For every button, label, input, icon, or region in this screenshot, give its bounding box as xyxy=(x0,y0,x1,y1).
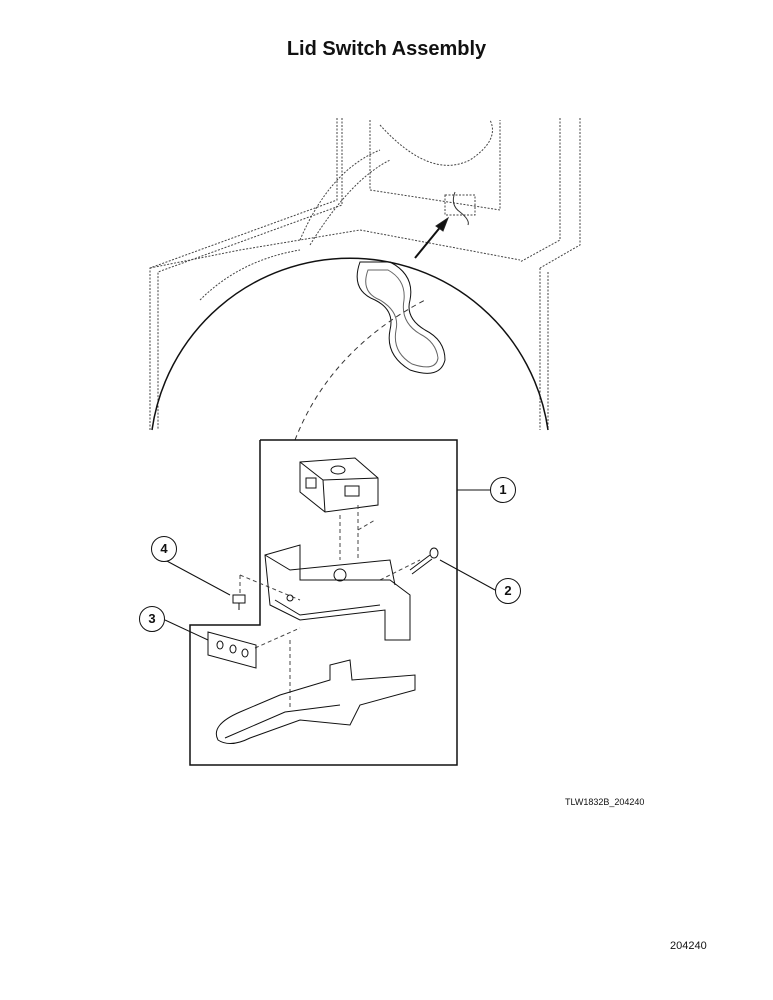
washer-cabinet-outline xyxy=(149,118,581,430)
callout-3: 3 xyxy=(139,606,165,632)
lid-switch-part xyxy=(299,457,379,513)
magnified-view-arc xyxy=(151,257,549,431)
location-arrow-icon xyxy=(435,216,450,232)
page-title: Lid Switch Assembly xyxy=(286,38,487,60)
callout-1: 1 xyxy=(490,477,516,503)
switch-bracket-part xyxy=(264,544,411,641)
screw-part xyxy=(409,547,439,575)
plate-part xyxy=(207,631,257,669)
page-number: 204240 xyxy=(670,940,707,952)
lid-switch-opening xyxy=(356,261,446,374)
actuator-arm-part xyxy=(215,659,416,744)
detail-frame xyxy=(189,439,458,766)
callout-4: 4 xyxy=(151,536,177,562)
small-screw-part xyxy=(232,594,246,610)
figure-code: TLW1832B_204240 xyxy=(565,797,645,807)
callout-2: 2 xyxy=(495,578,521,604)
